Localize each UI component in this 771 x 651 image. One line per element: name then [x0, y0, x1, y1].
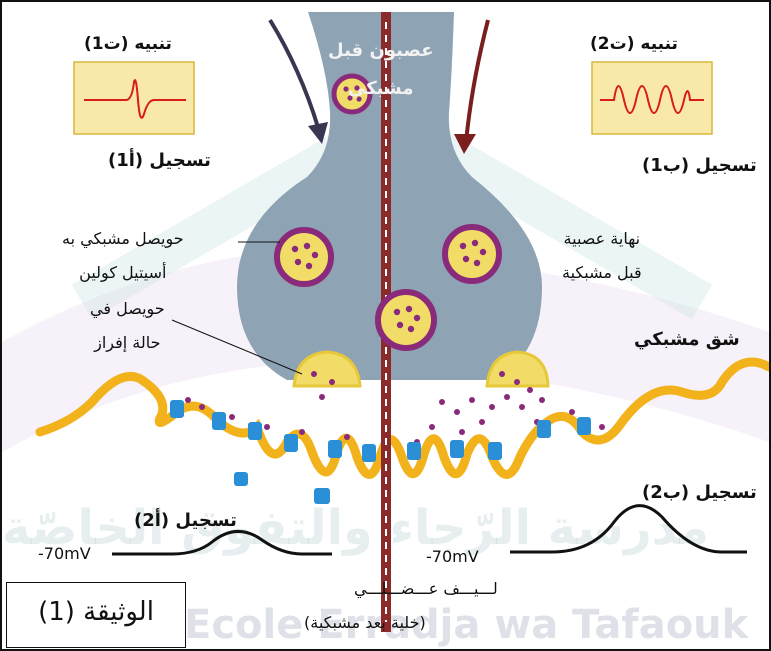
vesicle-release-label: حويصل في حالة إفراز — [90, 292, 165, 360]
trace-panel-t2 — [592, 62, 712, 134]
vesicle — [277, 230, 331, 284]
vesicle — [378, 292, 434, 348]
recording-b1-label: تسجيل (ب1) — [642, 155, 757, 176]
arrow-stimulus-1 — [270, 20, 320, 134]
vesicle-ach-label: حويصل مشبكي به أسيتيل كولين — [62, 222, 184, 290]
presynaptic-neuron-label: عصبون قبل مشبكي — [328, 32, 434, 108]
postsynaptic-label: (خلية بعد مشبكية) — [304, 613, 426, 632]
arrow-stimulus-2 — [466, 20, 488, 142]
resting-potential-right: -70mV — [426, 547, 479, 566]
recording-a2-label: تسجيل (أ2) — [134, 510, 237, 531]
muscle-fiber-label: لـــيـــف عـــضـــلـــي — [354, 579, 498, 598]
trace-a2 — [112, 531, 332, 554]
recording-a1-label: تسجيل (أ1) — [108, 150, 211, 171]
document-label-box: الوثيقة (1) — [6, 582, 186, 648]
resting-potential-left: -70mV — [38, 544, 91, 563]
trace-b2 — [510, 506, 747, 552]
stimulus-t1-label: تنبيه (ت1) — [84, 34, 172, 54]
vesicle — [445, 227, 499, 281]
nerve-terminal-label: نهاية عصبية قبل مشبكية — [562, 222, 642, 290]
trace-panel-t1 — [74, 62, 194, 134]
recording-b2-label: تسجيل (ب2) — [642, 482, 757, 503]
document-label: الوثيقة (1) — [7, 597, 185, 627]
synaptic-cleft-label: شق مشبكي — [634, 329, 740, 350]
stimulus-t2-label: تنبيه (ت2) — [590, 34, 678, 54]
